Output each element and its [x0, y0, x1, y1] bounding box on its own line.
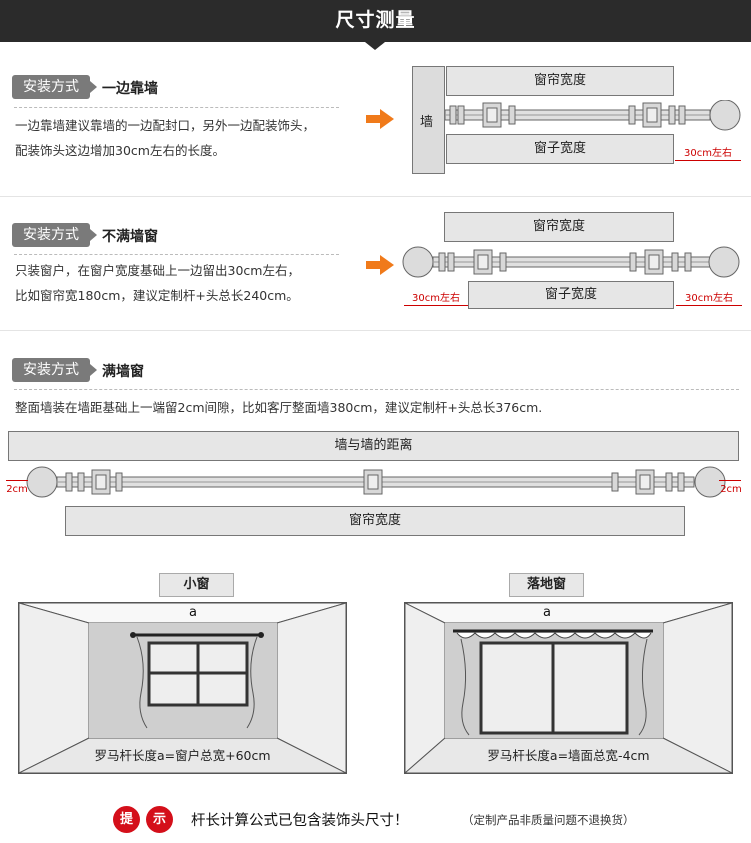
measure-line-2b — [676, 305, 742, 306]
page-title: 尺寸测量 — [335, 9, 416, 31]
floor-window-illustration — [405, 603, 732, 773]
curtain-width-box-2: 窗帘宽度 — [444, 212, 674, 242]
tip-note-text: （定制产品非质量问题不退换货） — [462, 813, 635, 827]
section2-desc-line2: 比如窗帘宽180cm，建议定制杆+头总长240cm。 — [15, 288, 299, 303]
wall-block — [412, 66, 445, 174]
small-window-caption: 罗马杆长度a=窗户总宽+60cm — [94, 748, 271, 763]
section3-desc-line1: 整面墙装在墙距基础上一端留2cm间隙，比如客厅整面墙380cm，建议定制杆+头总… — [15, 400, 543, 415]
measure-line-1 — [675, 160, 741, 161]
header-notch — [365, 42, 385, 50]
window-width-box-2: 窗子宽度 — [468, 281, 674, 309]
measure-line-3b — [719, 480, 741, 481]
curtain-rod-diagram-2 — [402, 246, 740, 278]
divider-dotted-1 — [14, 107, 339, 108]
orange-arrow-icon — [366, 109, 396, 129]
window-width-label-1: 窗子宽度 — [533, 141, 586, 156]
measure-left-3: 2cm — [6, 484, 28, 495]
measure-line-3a — [6, 480, 28, 481]
curtain-width-box-3: 窗帘宽度 — [65, 506, 685, 536]
install-tag-3: 安装方式 — [12, 358, 97, 382]
orange-arrow-icon — [366, 255, 396, 275]
floor-window-label: 落地窗 — [509, 573, 584, 597]
curtain-width-label-2: 窗帘宽度 — [532, 219, 585, 234]
floor-window-room: a 罗马杆长度a=墙面总宽-4cm — [404, 602, 733, 774]
tip-badge-2: 示 — [146, 806, 173, 833]
tip-badge-1: 提 — [113, 806, 140, 833]
curtain-rod-diagram-1 — [445, 100, 741, 131]
install-subtitle-1: 一边靠墙 — [102, 81, 158, 97]
section1-desc-line1: 一边靠墙建议靠墙的一边配封口，另外一边配装饰头， — [15, 118, 316, 133]
section-separator-1 — [0, 196, 751, 197]
small-window-label: 小窗 — [159, 573, 234, 597]
measure-right-2: 30cm左右 — [685, 293, 733, 304]
wall-distance-box: 墙与墙的距离 — [8, 431, 739, 461]
install-subtitle-3: 满墙窗 — [102, 364, 144, 380]
small-window-illustration — [19, 603, 346, 773]
section-separator-2 — [0, 330, 751, 331]
curtain-rod-diagram-3 — [26, 466, 726, 498]
install-subtitle-2: 不满墙窗 — [102, 229, 158, 245]
window-width-label-2: 窗子宽度 — [544, 287, 597, 302]
floor-window-caption: 罗马杆长度a=墙面总宽-4cm — [487, 748, 650, 763]
install-tag-2: 安装方式 — [12, 223, 97, 247]
page-header: 尺寸测量 — [0, 0, 751, 42]
section1-desc-line2: 配装饰头这边增加30cm左右的长度。 — [15, 143, 225, 158]
measure-right-3: 2cm — [720, 484, 742, 495]
small-rod-letter: a — [189, 605, 197, 620]
curtain-width-label-3: 窗帘宽度 — [348, 513, 401, 528]
tip-main-text: 杆长计算公式已包含装饰头尺寸！ — [191, 813, 409, 829]
wall-distance-label: 墙与墙的距离 — [334, 438, 413, 453]
curtain-width-label-1: 窗帘宽度 — [533, 73, 586, 88]
section2-desc-line1: 只装窗户，在窗户宽度基础上一边留出30cm左右， — [15, 263, 300, 278]
divider-dotted-2 — [14, 254, 339, 255]
small-window-room: a 罗马杆长度a=窗户总宽+60cm — [18, 602, 347, 774]
floor-rod-letter: a — [543, 605, 551, 620]
window-width-box-1: 窗子宽度 — [446, 134, 674, 164]
measure-line-2a — [404, 305, 468, 306]
curtain-width-box-1: 窗帘宽度 — [446, 66, 674, 96]
measure-left-2: 30cm左右 — [412, 293, 460, 304]
measure-right-1: 30cm左右 — [684, 148, 732, 159]
install-tag-1: 安装方式 — [12, 75, 97, 99]
divider-dotted-3 — [14, 389, 739, 390]
wall-label: 墙 — [420, 115, 434, 130]
